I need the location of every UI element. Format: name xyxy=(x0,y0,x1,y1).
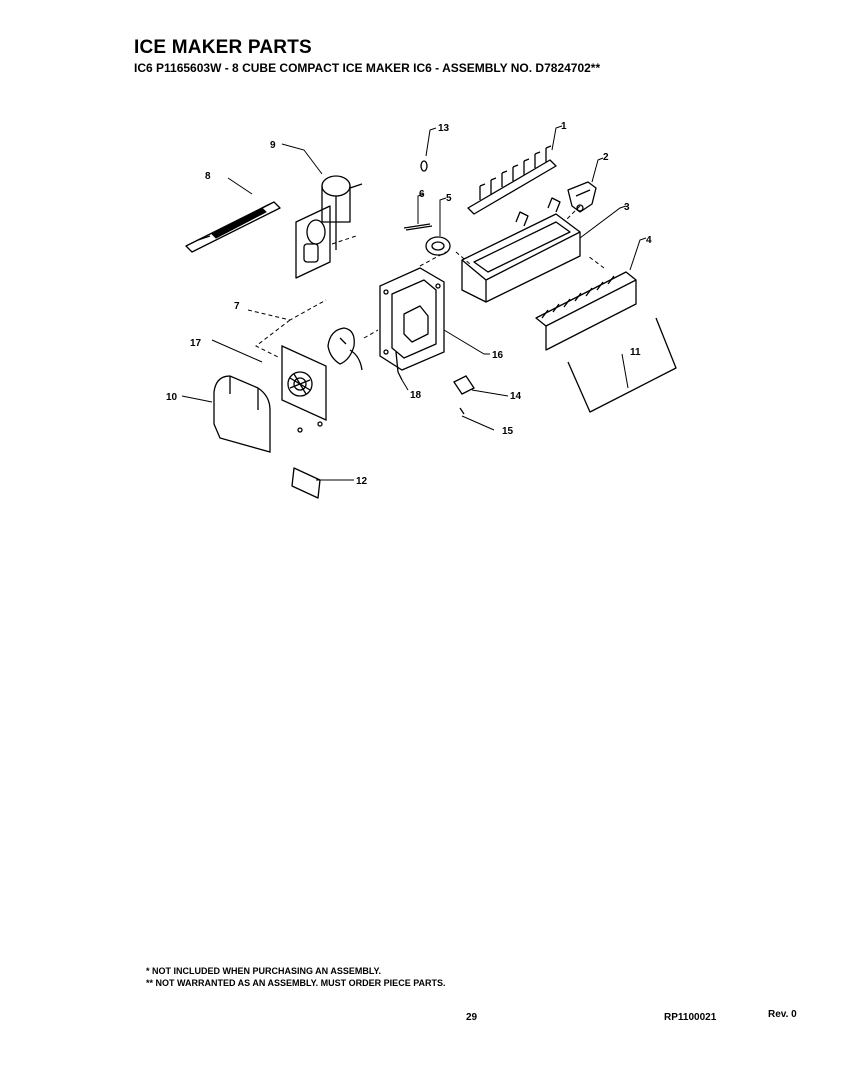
part-support-plate xyxy=(281,344,327,433)
page-title: ICE MAKER PARTS xyxy=(134,37,312,58)
callout-12: 12 xyxy=(356,476,368,487)
part-14-switch xyxy=(453,375,509,397)
callout-4: 4 xyxy=(646,235,652,246)
part-12-label xyxy=(291,467,354,499)
callout-3: 3 xyxy=(624,202,630,213)
part-6-pin xyxy=(403,193,433,231)
callout-5: 5 xyxy=(446,193,452,204)
callout-8: 8 xyxy=(205,171,211,182)
assembly-guide-lines xyxy=(331,205,605,339)
part-8-heater xyxy=(185,177,281,253)
note-not-included: * NOT INCLUDED WHEN PURCHASING AN ASSEMB… xyxy=(146,966,382,976)
part-13-screw xyxy=(420,127,437,172)
page-number: 29 xyxy=(466,1012,478,1023)
revision-label: Rev. 0 xyxy=(768,1009,797,1020)
part-16-housing xyxy=(379,267,490,371)
callout-1: 1 xyxy=(561,121,567,132)
page-subtitle: IC6 P1165603W - 8 CUBE COMPACT ICE MAKER… xyxy=(134,61,601,75)
callout-15: 15 xyxy=(502,426,514,437)
callout-16: 16 xyxy=(492,350,504,361)
document-code: RP1100021 xyxy=(664,1012,717,1023)
callout-7: 7 xyxy=(234,301,240,312)
callout-6: 6 xyxy=(419,189,425,200)
note-not-warranted: ** NOT WARRANTED AS AN ASSEMBLY. MUST OR… xyxy=(146,978,446,988)
part-15-screw xyxy=(459,407,495,431)
part-4-stripper xyxy=(535,237,647,351)
callout-14: 14 xyxy=(510,391,522,402)
part-7-wire-harness xyxy=(247,299,327,359)
part-3-mold xyxy=(461,197,627,303)
callout-10: 10 xyxy=(166,392,178,403)
part-5-thermostat xyxy=(425,197,451,256)
part-17-motor xyxy=(211,327,363,371)
callout-17: 17 xyxy=(190,338,202,349)
part-1-ejector xyxy=(467,125,563,215)
part-18-wire xyxy=(395,351,409,391)
callout-2: 2 xyxy=(603,152,609,163)
part-10-cover xyxy=(181,375,271,453)
part-2-bracket xyxy=(567,157,604,213)
callout-18: 18 xyxy=(410,390,422,401)
callout-9: 9 xyxy=(270,140,276,151)
callout-11: 11 xyxy=(630,347,641,358)
part-9-water-valve xyxy=(281,143,363,279)
part-11-shutoff-arm xyxy=(567,317,677,413)
callout-13: 13 xyxy=(438,123,450,134)
